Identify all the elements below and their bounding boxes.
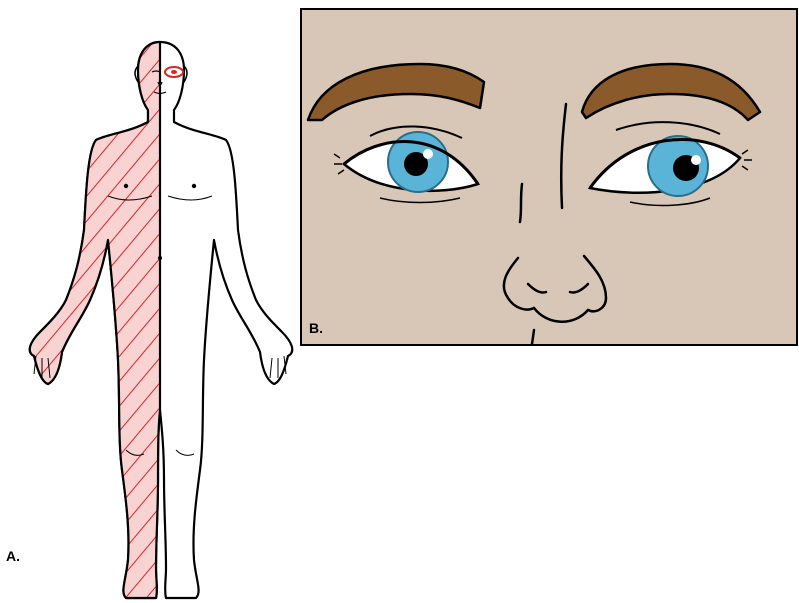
hatched-half — [30, 42, 160, 598]
panel-label-b: B. — [309, 320, 323, 336]
body-figure-diagram — [0, 0, 300, 603]
face-closeup-diagram — [300, 8, 798, 346]
panel-label-a: A. — [6, 548, 20, 564]
